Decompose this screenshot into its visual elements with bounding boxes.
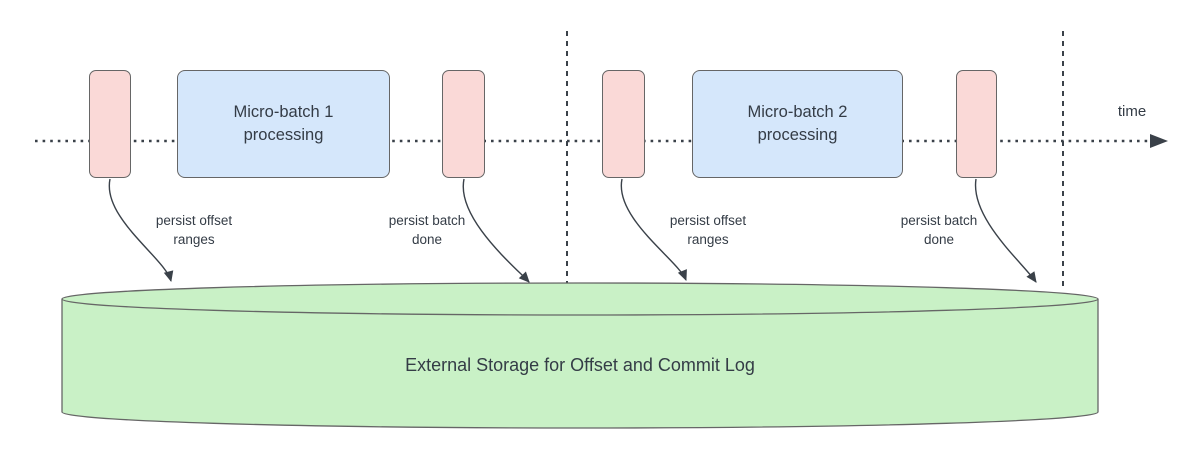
annotation-line: persist offset <box>669 213 747 228</box>
annotation-line: ranges <box>173 231 215 247</box>
micro-batch-2-title-line: Micro-batch 2 <box>747 103 848 121</box>
annotation-line: ranges <box>687 231 729 247</box>
annotation-line: done <box>923 231 955 247</box>
event-bar-commit-2 <box>956 70 997 178</box>
annotation-persist-batch-2: persist batch done <box>854 212 1024 249</box>
event-bar-offset-2 <box>602 70 645 178</box>
micro-batch-1-title-line: Micro-batch 1 <box>233 103 334 121</box>
annotation-line: persist offset <box>155 213 233 228</box>
annotation-persist-batch-1: persist batch done <box>342 212 512 249</box>
time-axis-arrowhead-icon <box>1150 134 1168 148</box>
storage-cylinder-rim <box>61 298 1099 316</box>
annotation-persist-offset-1: persist offset ranges <box>109 212 279 249</box>
event-bar-commit-1 <box>442 70 485 178</box>
time-axis-label: time <box>1117 103 1147 120</box>
storage-cylinder-label: External Storage for Offset and Commit L… <box>405 355 755 375</box>
micro-batch-2-box: Micro-batch 2 processing <box>692 70 903 178</box>
annotation-line: persist batch <box>900 213 978 228</box>
annotation-line: done <box>411 231 443 247</box>
storage-cylinder <box>61 282 1099 429</box>
micro-batch-2-subtitle-line: processing <box>757 126 838 144</box>
annotation-line: persist batch <box>388 213 466 228</box>
arrow-persist-offset-2 <box>620 178 687 282</box>
annotation-persist-offset-2: persist offset ranges <box>623 212 793 249</box>
micro-batch-1-box: Micro-batch 1 processing <box>177 70 390 178</box>
event-bar-offset-1 <box>89 70 131 178</box>
arrow-persist-batch-1 <box>462 178 530 283</box>
arrow-persist-batch-2 <box>974 178 1037 283</box>
micro-batch-1-subtitle-line: processing <box>243 126 324 144</box>
arrow-persist-offset-1 <box>108 178 174 283</box>
